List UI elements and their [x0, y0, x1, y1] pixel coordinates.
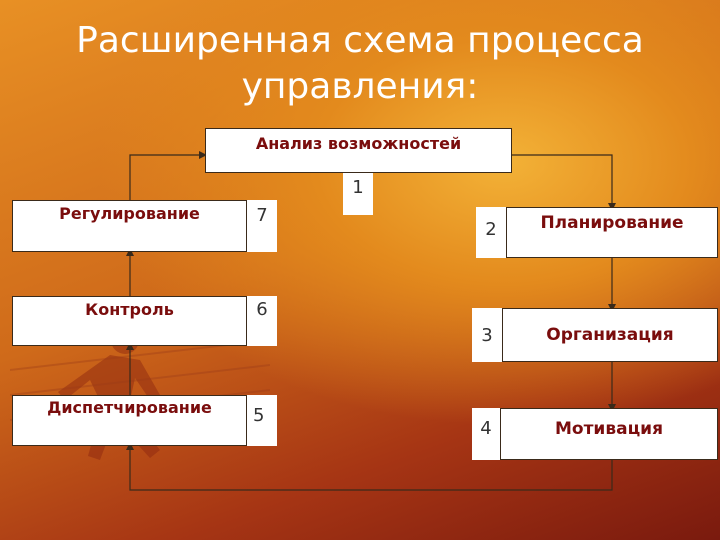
- analysis-number: 1: [343, 173, 373, 215]
- motivation-box: Мотивация: [500, 408, 718, 460]
- connector-motivation-dispatching: [126, 442, 613, 491]
- organization-label: Организация: [546, 325, 674, 345]
- dispatching-box: Диспетчирование: [12, 395, 247, 446]
- motivation-number: 4: [472, 408, 500, 460]
- dispatching-label: Диспетчирование: [47, 398, 212, 417]
- regulation-box: Регулирование: [12, 200, 247, 252]
- control-box: Контроль: [12, 296, 247, 346]
- organization-number: 3: [472, 308, 502, 362]
- control-number: 6: [247, 296, 277, 346]
- planning-label: Планирование: [540, 213, 684, 233]
- slide-title-line-2: управления:: [241, 66, 479, 107]
- analysis-label: Анализ возможностей: [255, 134, 462, 153]
- motivation-label: Мотивация: [554, 419, 664, 439]
- slide-title: Расширенная схема процесса управления:: [40, 18, 680, 110]
- planning-number: 2: [476, 207, 506, 258]
- slide-title-line-1: Расширенная схема процесса: [76, 20, 644, 61]
- dispatching-number: 5: [247, 395, 277, 446]
- control-label: Контроль: [85, 300, 174, 319]
- connector-analysis-planning: [512, 154, 616, 211]
- analysis-box: Анализ возможностей: [205, 128, 512, 173]
- connector-regulation-analysis: [129, 151, 207, 200]
- regulation-label: Регулирование: [59, 204, 200, 223]
- regulation-number: 7: [247, 200, 277, 252]
- organization-box: Организация: [502, 308, 718, 362]
- planning-box: Планирование: [506, 207, 718, 258]
